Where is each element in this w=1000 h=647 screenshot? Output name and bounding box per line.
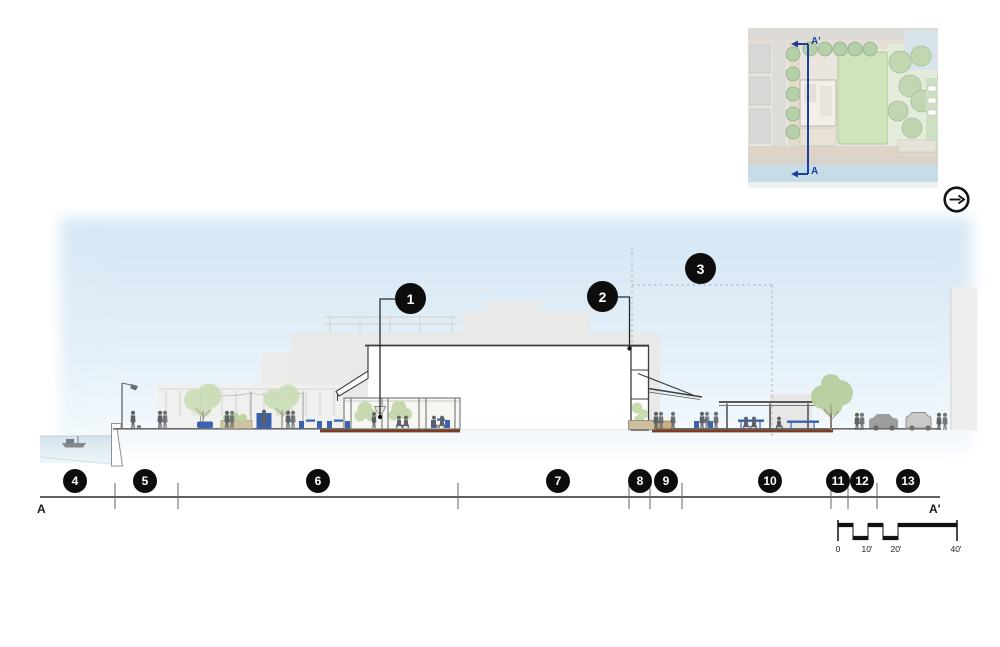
site-plan-inset <box>748 28 938 188</box>
section-end-label: A' <box>929 502 941 516</box>
right-canopy <box>637 372 703 400</box>
segment-ticks <box>114 483 878 509</box>
lamp-post <box>121 382 138 428</box>
section-reference-line <box>40 483 940 509</box>
esplanade-trees <box>184 383 300 428</box>
left-canopy <box>335 369 369 401</box>
map-section-end-label: A' <box>811 36 821 47</box>
callout-7: 7 <box>546 469 570 493</box>
scale-label-40: 40' <box>950 544 962 554</box>
far-right-building <box>950 287 977 430</box>
callout-13: 13 <box>896 469 920 493</box>
paving-strip <box>320 429 460 433</box>
section-cut-line <box>791 40 809 178</box>
callout-1: 1 <box>395 283 426 314</box>
callout-3-dashed-extent <box>631 247 773 437</box>
west-buildings <box>749 44 771 144</box>
plan-building <box>799 79 837 147</box>
dog <box>137 425 141 429</box>
site-furniture <box>197 412 713 429</box>
scale-label-20: 20' <box>890 544 902 554</box>
main-building <box>335 344 703 431</box>
callout-9: 9 <box>654 469 678 493</box>
section-cut-wall <box>628 345 656 431</box>
callout-11: 11 <box>826 469 850 493</box>
water <box>40 436 114 463</box>
waterfront <box>39 423 124 467</box>
callout-5: 5 <box>133 469 157 493</box>
street-trees <box>785 46 801 140</box>
callout-3: 3 <box>685 253 716 284</box>
arrow-right-icon <box>943 186 970 213</box>
lawn-edge-trees <box>802 41 878 57</box>
parked-cars <box>869 412 932 431</box>
pergola <box>719 401 819 430</box>
map-section-start-label: A <box>811 166 819 177</box>
water <box>748 165 938 182</box>
car <box>905 412 932 431</box>
rooftop-railing <box>325 315 456 333</box>
people <box>130 409 948 430</box>
section-start-label: A <box>37 502 46 516</box>
paving-strip <box>652 429 833 433</box>
car <box>869 414 898 431</box>
street <box>772 42 786 146</box>
callout-6: 6 <box>306 469 330 493</box>
callout-leaders <box>377 296 632 420</box>
planter <box>628 420 656 430</box>
street-tree <box>811 374 853 430</box>
boat <box>62 436 86 448</box>
scale-label-10: 10' <box>861 544 873 554</box>
callout-12: 12 <box>850 469 874 493</box>
callout-4: 4 <box>63 469 87 493</box>
callout-2: 2 <box>587 281 618 312</box>
callout-8: 8 <box>628 469 652 493</box>
scale-label-0: 0 <box>835 544 841 554</box>
lawn <box>837 51 889 145</box>
scale-bar <box>837 520 958 541</box>
dock <box>897 139 937 153</box>
callout-10: 10 <box>758 469 782 493</box>
